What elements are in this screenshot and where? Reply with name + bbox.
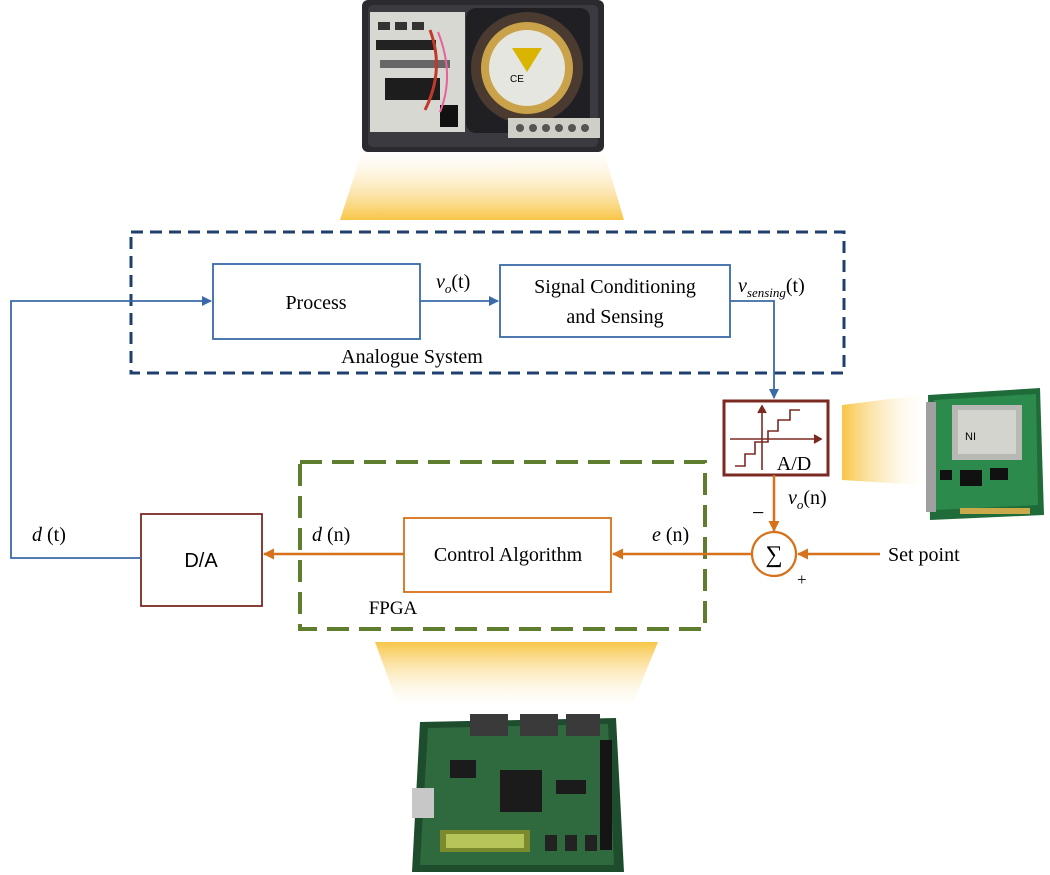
glow-bottom — [375, 642, 658, 705]
fan-module-photo: CE — [362, 0, 604, 152]
dac-block — [140, 513, 263, 607]
control-algorithm-label: Control Algorithm — [434, 544, 583, 566]
analogue-system-boundary — [129, 230, 846, 375]
glow-top — [340, 152, 624, 220]
svg-text:CE: CE — [510, 74, 524, 85]
d-n-label: d (n) — [312, 524, 350, 546]
fpga-boundary — [298, 460, 707, 631]
e-n-label: e (n) — [652, 524, 689, 546]
signal-conditioning-block — [499, 264, 731, 338]
fpga-label: FPGA — [369, 598, 418, 619]
dac-label: D/A — [184, 550, 218, 572]
summing-symbol: ∑ — [765, 542, 782, 568]
daq-card-photo: NI — [926, 388, 1044, 520]
vo-n-label: vo(n) — [788, 487, 827, 512]
d-t-feedback-line — [10, 296, 212, 559]
vsensing-arrow — [730, 300, 779, 399]
control-algorithm-block — [403, 517, 612, 593]
svg-text:NI: NI — [965, 431, 976, 443]
process-label: Process — [285, 292, 346, 314]
fpga-board-photo — [412, 714, 624, 872]
signal-conditioning-label-line1: Signal Conditioning — [534, 276, 696, 298]
set-point-label: Set point — [888, 544, 960, 566]
minus-sign: − — [752, 500, 764, 525]
analogue-system-label: Analogue System — [341, 346, 483, 368]
vsensing-label: vsensing(t) — [738, 275, 805, 300]
signal-conditioning-label-line2: and Sensing — [566, 306, 663, 328]
glow-right — [842, 395, 922, 485]
plus-sign: + — [797, 570, 807, 589]
adc-staircase-icon — [730, 404, 823, 470]
adc-block — [722, 399, 830, 477]
process-block — [212, 263, 421, 340]
adc-label: A/D — [777, 453, 811, 475]
vo-t-label: vo(t) — [436, 271, 470, 296]
d-t-label: d (t) — [32, 524, 66, 546]
